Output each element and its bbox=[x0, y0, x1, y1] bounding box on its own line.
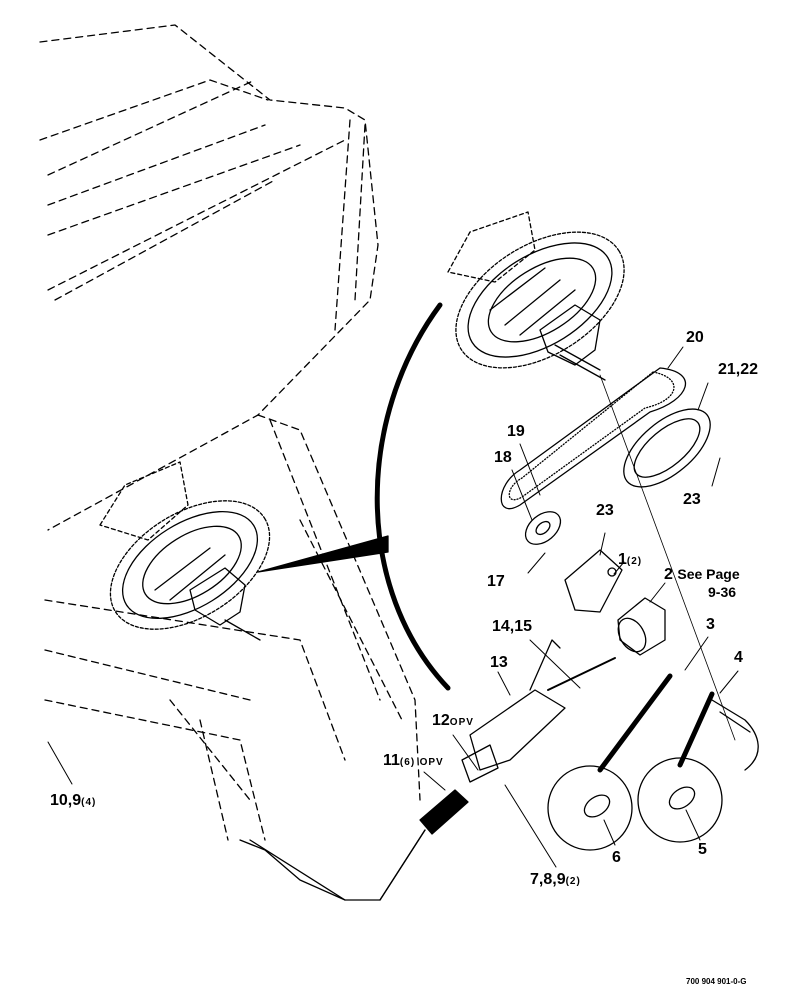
callout-23-text: 23 bbox=[596, 502, 614, 519]
gearbox-2 bbox=[617, 597, 666, 656]
driven-pulley bbox=[623, 408, 711, 488]
callout-5: 5 bbox=[698, 841, 707, 858]
callout-21-22: 21,2223 bbox=[683, 491, 701, 508]
frame-bottom bbox=[239, 829, 426, 901]
callout-6: 6 bbox=[612, 849, 621, 866]
callout-18: 19 bbox=[507, 423, 525, 440]
upper-wheel bbox=[447, 211, 625, 381]
callout-17: 18 bbox=[494, 449, 512, 466]
drive-belt bbox=[500, 367, 687, 510]
hose-fitting bbox=[711, 699, 759, 771]
pointer-wedge bbox=[257, 535, 389, 573]
callout-arc bbox=[374, 302, 451, 691]
figure-id: 700 904 901-0-G bbox=[686, 977, 747, 986]
handle-13 bbox=[469, 689, 566, 771]
callout-14-15: 14,15 bbox=[492, 618, 533, 635]
grip-11 bbox=[419, 789, 469, 835]
callout-4: 4 bbox=[734, 649, 743, 666]
drive-pulley bbox=[524, 511, 562, 545]
machine-body bbox=[39, 24, 421, 841]
leader-lines bbox=[47, 346, 739, 868]
shaft-line bbox=[599, 374, 736, 741]
callout-20: 21,22 bbox=[718, 361, 759, 378]
callout-19: 20 bbox=[686, 329, 704, 346]
washer-6 bbox=[547, 765, 633, 851]
rod-14-15 bbox=[547, 657, 616, 691]
callout-16-9: 17 bbox=[487, 573, 505, 590]
callout-12: 12OPV bbox=[432, 712, 474, 729]
bracket-23 bbox=[564, 549, 623, 613]
callout-7-8-9: 7,8,9(2) bbox=[530, 871, 581, 888]
washer-5 bbox=[637, 757, 723, 843]
lever-12 bbox=[461, 744, 499, 783]
callout-3: 3 bbox=[706, 616, 715, 633]
lower-wheel bbox=[99, 461, 271, 641]
callout-1: 1(2) bbox=[618, 551, 643, 568]
callout-2-page: 9-36 bbox=[708, 584, 737, 600]
callout-13: 13 bbox=[490, 654, 508, 671]
callout-10-9: 10,9(4) bbox=[50, 792, 97, 809]
callout-11: 11(6) OPV bbox=[383, 752, 444, 769]
callout-2: 2 See Page bbox=[664, 566, 740, 583]
